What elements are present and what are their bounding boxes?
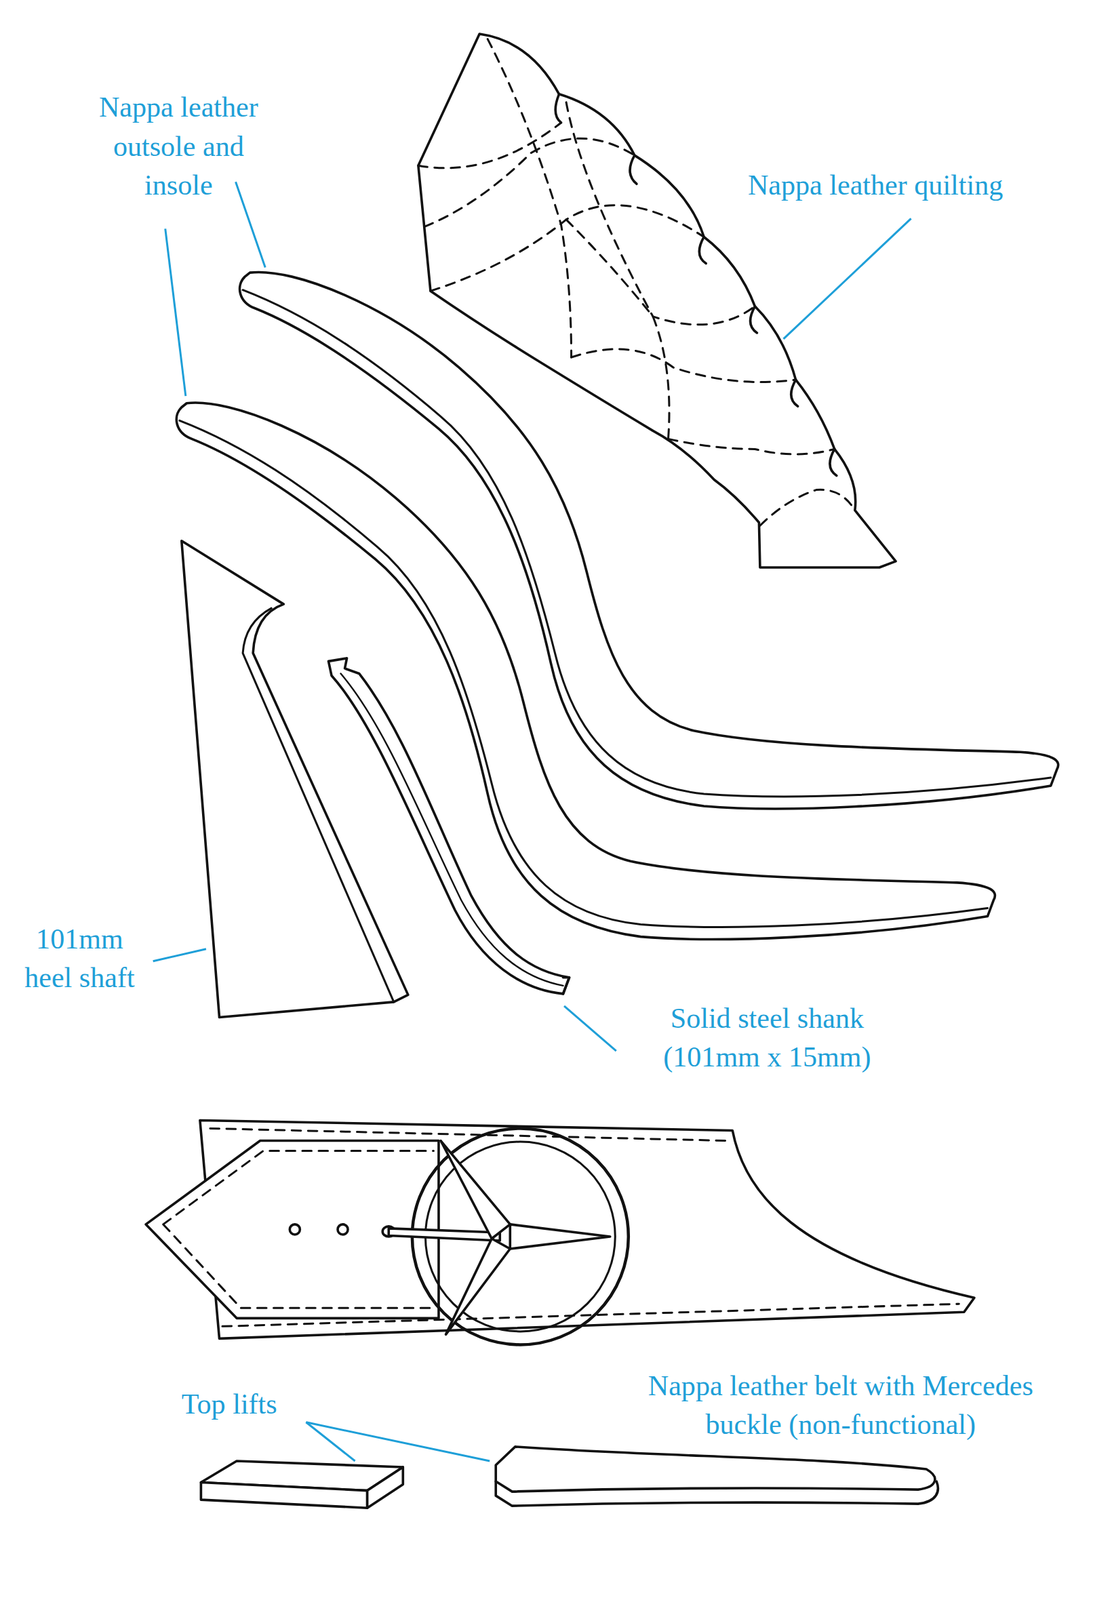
belt-piece — [145, 1120, 975, 1345]
steel-shank — [328, 658, 569, 995]
leader-lines — [153, 181, 912, 1462]
part-label: 101mm heel shaft — [14, 919, 146, 997]
heel-shaft — [181, 541, 409, 1018]
part-label: Nappa leather outsole and insole — [81, 87, 276, 205]
part-label: Top lifts — [181, 1384, 278, 1424]
top-lifts — [200, 1446, 938, 1508]
part-label: Nappa leather belt with Mercedes buckle … — [616, 1366, 1066, 1444]
part-label: Nappa leather quilting — [747, 165, 1003, 205]
part-label: Solid steel shank (101mm x 15mm) — [629, 998, 905, 1077]
